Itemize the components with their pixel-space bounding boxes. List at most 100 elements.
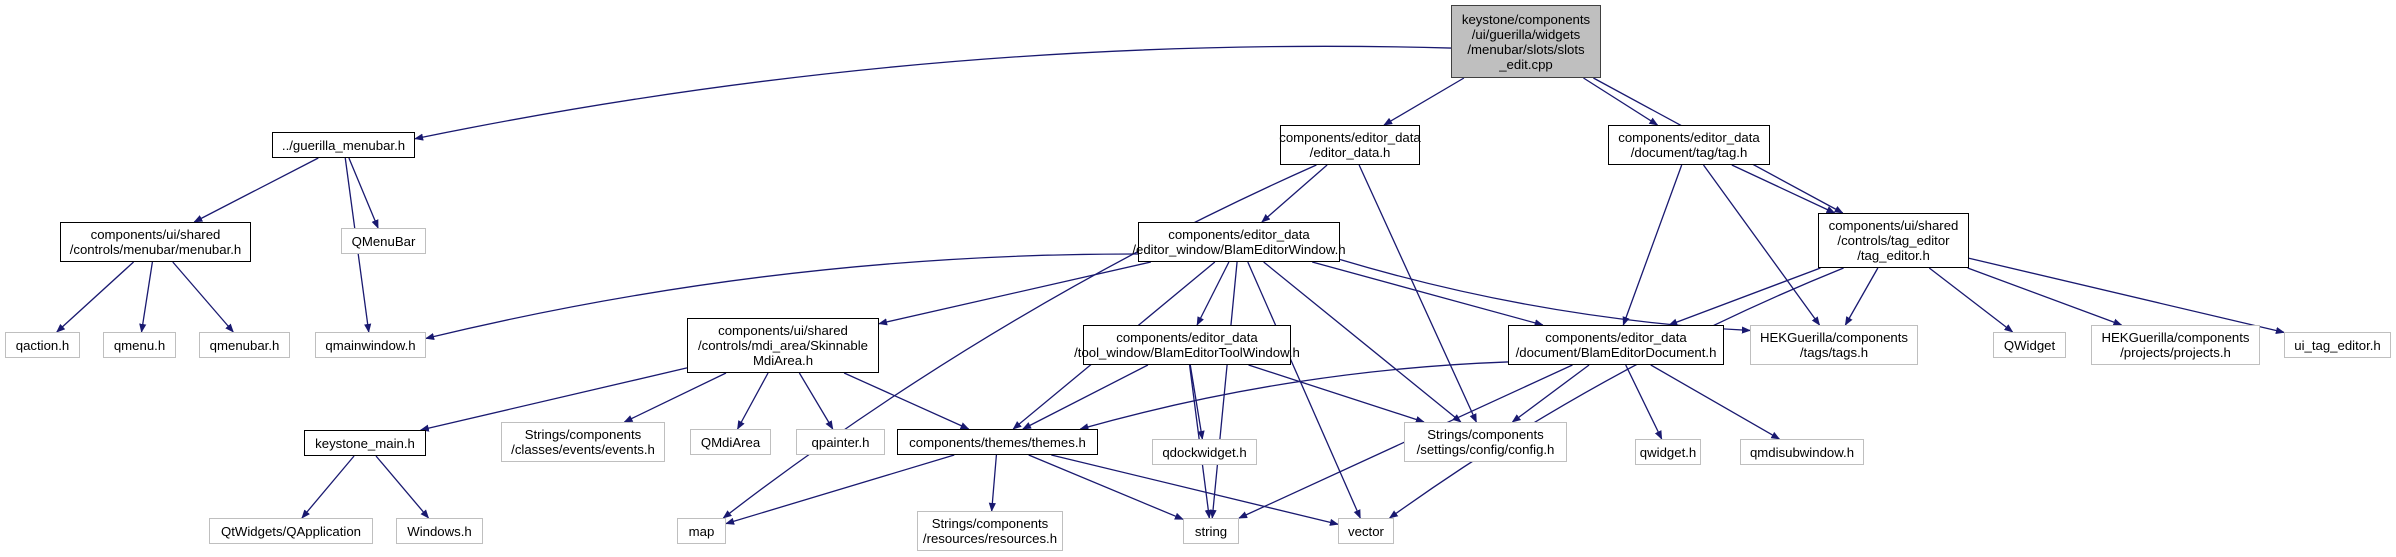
edge-themes-to-resources	[988, 454, 998, 512]
edge-blam_window-to-vector	[1247, 261, 1361, 519]
edge-blam_doc-to-themes	[1079, 361, 1509, 431]
node-label: qmenubar.h	[209, 337, 280, 353]
edge-blam_doc-to-config	[1511, 364, 1590, 423]
node-label: Strings/components /resources/resources.…	[922, 516, 1058, 546]
edge-root-to-guerilla_menubar	[414, 45, 1452, 141]
node-label: components/ui/shared /controls/mdi_area/…	[697, 323, 869, 368]
edge-editor_data-to-blam_window	[1261, 164, 1328, 223]
node-blam-editor-document-h[interactable]: components/editor_data /document/BlamEdi…	[1508, 325, 1724, 365]
node-label: components/editor_data /editor_data.h	[1279, 130, 1421, 160]
node-label: components/editor_data /tool_window/Blam…	[1074, 330, 1300, 360]
edge-tag_editor-to-tags	[1844, 267, 1879, 326]
node-keystone-main-h[interactable]: keystone_main.h	[304, 430, 426, 456]
node-label: Strings/components /settings/config/conf…	[1416, 427, 1555, 457]
node-blam-editor-tool-window-h[interactable]: components/editor_data /tool_window/Blam…	[1074, 325, 1300, 365]
edge-themes-to-string	[1028, 454, 1184, 520]
edge-keystone_main-to-qapplication	[301, 455, 355, 519]
node-label: qmdisubwindow.h	[1749, 444, 1855, 460]
node-qmdiarea: QMdiArea	[690, 429, 771, 455]
edge-blam_window-to-qmainwindow	[425, 253, 1139, 341]
edge-tool_window-to-themes	[1022, 364, 1149, 430]
node-label: Windows.h	[407, 523, 472, 539]
edge-tag_editor-to-vector	[1388, 267, 1844, 519]
edge-blam_window-to-skinnable	[878, 261, 1152, 326]
node-menubar-h[interactable]: components/ui/shared /controls/menubar/m…	[60, 222, 251, 262]
edge-tag_editor-to-blam_doc	[1668, 267, 1821, 326]
node-label: QtWidgets/QApplication	[221, 523, 361, 539]
node-tags-h: HEKGuerilla/components /tags/tags.h	[1750, 325, 1918, 365]
edge-tag-to-tags	[1702, 164, 1821, 326]
node-vector: vector	[1338, 518, 1394, 544]
edge-menubar-to-qmenubar	[172, 261, 234, 333]
node-label: qdockwidget.h	[1162, 444, 1247, 460]
edge-menubar-to-qmenu	[139, 261, 154, 333]
node-label: QMdiArea	[700, 434, 761, 450]
node-label: keystone_main.h	[315, 435, 415, 451]
edge-keystone_main-to-windows	[375, 455, 430, 519]
node-label: keystone/components /ui/guerilla/widgets…	[1461, 11, 1591, 72]
edge-blam_window-to-config	[1263, 261, 1462, 423]
node-qapplication: QtWidgets/QApplication	[209, 518, 373, 544]
node-map: map	[677, 518, 726, 544]
node-label: QWidget	[2003, 337, 2056, 353]
edge-skinnable-to-events	[623, 372, 727, 423]
node-qmdisubwindow-h: qmdisubwindow.h	[1740, 439, 1864, 465]
node-projects-h: HEKGuerilla/components /projects/project…	[2091, 325, 2260, 365]
node-skinnable-mdi-area-h[interactable]: components/ui/shared /controls/mdi_area/…	[687, 318, 879, 373]
edge-skinnable-to-qmdiarea	[737, 372, 769, 430]
node-label: qmenu.h	[113, 337, 166, 353]
edge-tag-to-tag_editor	[1731, 164, 1836, 214]
node-string: string	[1183, 518, 1239, 544]
edge-blam_window-to-string	[1209, 261, 1238, 519]
node-label: HEKGuerilla/components /projects/project…	[2101, 330, 2250, 360]
edge-blam_window-to-tool_window	[1196, 261, 1230, 326]
node-qmenubar-h: qmenubar.h	[199, 332, 290, 358]
edge-blam_doc-to-qmdisubwindow	[1650, 364, 1781, 440]
edge-tool_window-to-qdockwidget	[1189, 364, 1205, 440]
node-label: ../guerilla_menubar.h	[281, 137, 406, 153]
edge-editor_data-to-map	[722, 164, 1317, 519]
node-label: HEKGuerilla/components /tags/tags.h	[1759, 330, 1909, 360]
edge-tag_editor-to-qwidget_cls	[1928, 267, 2014, 333]
node-label: components/themes/themes.h	[909, 434, 1086, 450]
node-label: components/editor_data /document/BlamEdi…	[1515, 330, 1717, 360]
node-label: components/editor_data /document/tag/tag…	[1618, 130, 1760, 160]
node-tag-editor-h[interactable]: components/ui/shared /controls/tag_edito…	[1818, 213, 1969, 268]
node-config-h: Strings/components /settings/config/conf…	[1404, 422, 1567, 462]
node-label: Strings/components /classes/events/event…	[511, 427, 655, 457]
node-editor-data-h[interactable]: components/editor_data /editor_data.h	[1279, 125, 1421, 165]
node-ui-tag-editor-h: ui_tag_editor.h	[2284, 332, 2391, 358]
edge-blam_window-to-blam_doc	[1312, 261, 1544, 327]
edge-blam_doc-to-qwidget	[1625, 364, 1663, 440]
edge-skinnable-to-keystone_main	[419, 367, 688, 432]
node-label: components/ui/shared /controls/menubar/m…	[69, 227, 242, 257]
edge-root-to-tag	[1583, 77, 1659, 126]
edge-themes-to-vector	[1051, 454, 1339, 526]
edge-menubar-to-qaction	[56, 261, 134, 333]
node-qdockwidget-h: qdockwidget.h	[1152, 439, 1257, 465]
node-qaction-h: qaction.h	[5, 332, 80, 358]
edge-tag_editor-to-projects	[1967, 267, 2123, 326]
node-root-slots-edit-cpp[interactable]: keystone/components /ui/guerilla/widgets…	[1451, 5, 1601, 78]
node-label: ui_tag_editor.h	[2294, 337, 2381, 353]
node-qmenu-h: qmenu.h	[103, 332, 176, 358]
node-tag-h[interactable]: components/editor_data /document/tag/tag…	[1608, 125, 1770, 165]
node-blam-editor-window-h[interactable]: components/editor_data /editor_window/Bl…	[1132, 222, 1346, 262]
node-themes-h[interactable]: components/themes/themes.h	[897, 429, 1098, 455]
edge-editor_data-to-config	[1358, 164, 1477, 423]
node-resources-h: Strings/components /resources/resources.…	[917, 511, 1063, 551]
node-label: components/editor_data /editor_window/Bl…	[1132, 227, 1346, 257]
edge-root-to-editor_data	[1383, 77, 1465, 126]
node-qwidget-h: qwidget.h	[1635, 439, 1701, 465]
node-label: qwidget.h	[1639, 444, 1697, 460]
node-label: qmainwindow.h	[325, 337, 416, 353]
node-qmenubar-class: QMenuBar	[341, 228, 426, 254]
node-events-h: Strings/components /classes/events/event…	[501, 422, 665, 462]
edge-tag_editor-to-ui_tag_editor	[1968, 257, 2285, 335]
node-guerilla-menubar-h[interactable]: ../guerilla_menubar.h	[272, 132, 415, 158]
edge-themes-to-map	[725, 454, 955, 525]
node-windows-h: Windows.h	[396, 518, 483, 544]
edge-guerilla_menubar-to-menubar	[193, 157, 319, 223]
node-qpainter-h: qpainter.h	[796, 429, 885, 455]
